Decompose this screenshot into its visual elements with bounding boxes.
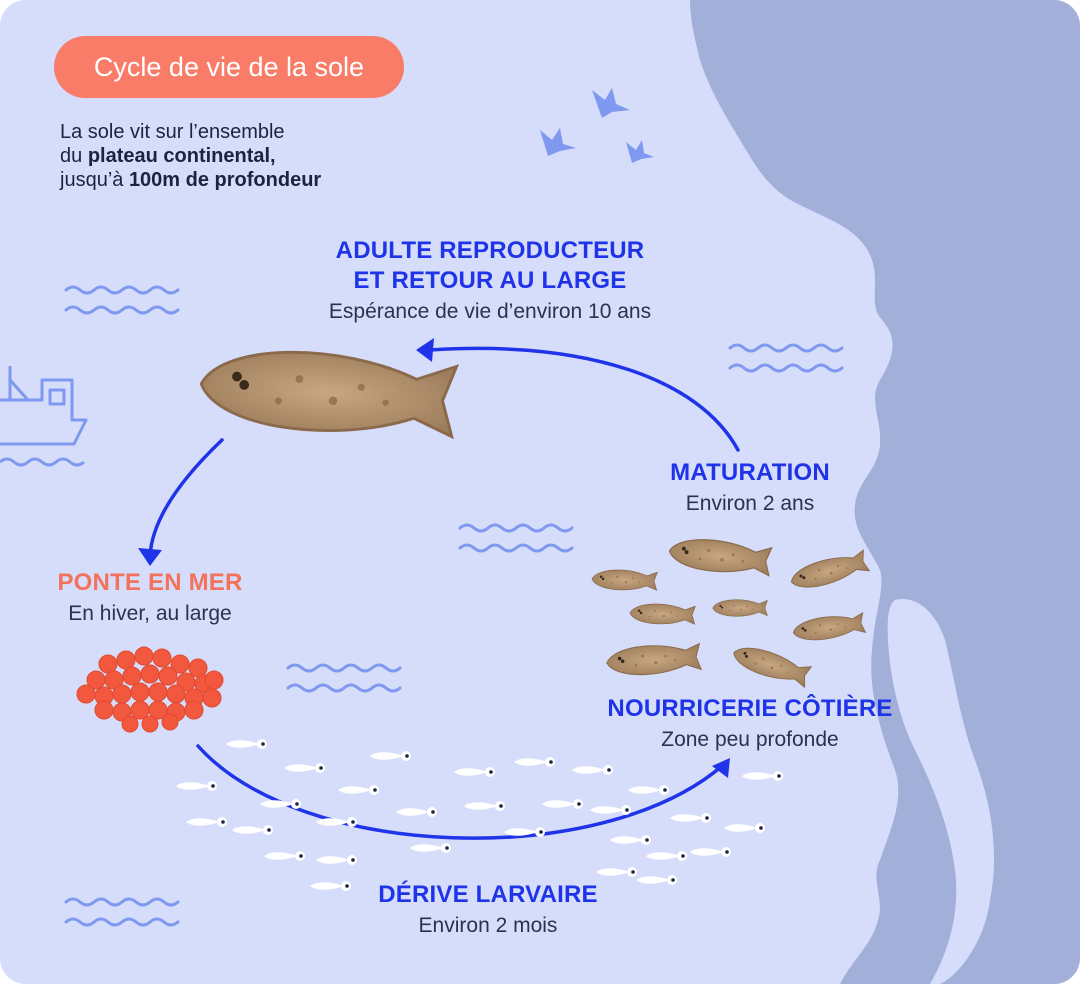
stage-maturation-subtitle: Environ 2 ans bbox=[685, 492, 815, 515]
intro-line-3: jusqu’à 100m de profondeur bbox=[60, 168, 440, 192]
stage-nourricerie-subtitle: Zone peu profonde bbox=[661, 728, 839, 751]
page-title: Cycle de vie de la sole bbox=[54, 36, 404, 98]
intro-line-2-bold: plateau continental, bbox=[87, 145, 276, 167]
cycle-arrow bbox=[148, 346, 740, 840]
stage-ponte-subtitle: En hiver, au large bbox=[68, 602, 232, 625]
stage-adulte: ADULTE REPRODUCTEUR ET RETOUR AU LARGE E… bbox=[290, 236, 690, 328]
stage-maturation: MATURATION Environ 2 ans bbox=[620, 458, 880, 520]
stage-adulte-title-2: ET RETOUR AU LARGE bbox=[353, 267, 627, 294]
intro-line-3-prefix: jusqu’à bbox=[60, 169, 129, 191]
stage-adulte-subtitle: Espérance de vie d’environ 10 ans bbox=[328, 300, 652, 323]
stage-ponte: PONTE EN MER En hiver, au large bbox=[30, 568, 270, 630]
egg-cluster bbox=[76, 646, 224, 733]
coastal-inlet bbox=[887, 599, 995, 984]
intro-line-2: du plateau continental, bbox=[60, 144, 440, 168]
bird-icon bbox=[540, 88, 654, 163]
stage-derive: DÉRIVE LARVAIRE Environ 2 mois bbox=[338, 880, 638, 942]
coastline bbox=[690, 0, 1080, 984]
intro-line-2-prefix: du bbox=[60, 145, 88, 167]
stage-nourricerie: NOURRICERIE CÔTIÈRE Zone peu profonde bbox=[580, 694, 920, 756]
stage-derive-title: DÉRIVE LARVAIRE bbox=[378, 881, 598, 908]
stage-nourricerie-title: NOURRICERIE CÔTIÈRE bbox=[607, 695, 893, 722]
stage-ponte-title: PONTE EN MER bbox=[57, 569, 243, 596]
intro-line-3-bold: 100m de profondeur bbox=[128, 169, 322, 191]
intro-text: La sole vit sur l’ensemble du plateau co… bbox=[60, 120, 440, 192]
stage-derive-subtitle: Environ 2 mois bbox=[418, 914, 558, 937]
stage-adulte-title-1: ADULTE REPRODUCTEUR bbox=[335, 237, 645, 264]
stage-maturation-title: MATURATION bbox=[670, 459, 830, 486]
intro-line-1: La sole vit sur l’ensemble bbox=[60, 121, 285, 143]
boat-icon bbox=[0, 366, 88, 467]
arrow-heads bbox=[138, 338, 730, 778]
